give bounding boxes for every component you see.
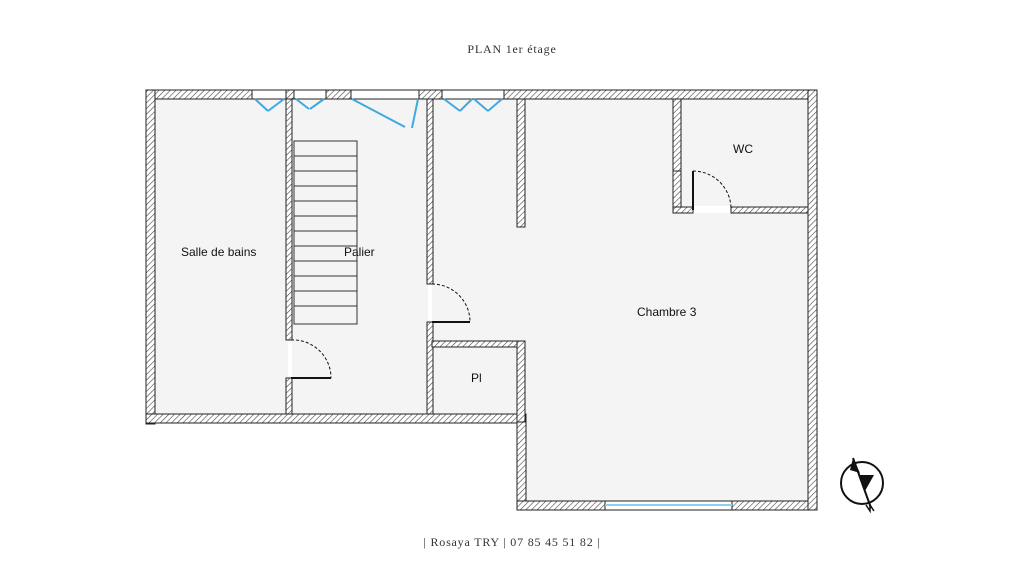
opening-corridor xyxy=(441,89,505,100)
compass-circle xyxy=(840,461,884,505)
label-wc: WC xyxy=(733,142,753,156)
chambre-window xyxy=(604,500,733,511)
wall-wc-left-upper xyxy=(672,98,682,172)
wall-wc-bottom-right xyxy=(730,206,809,214)
wall-bottom-right-b xyxy=(731,500,817,511)
wall-partition-palier-upper xyxy=(426,98,434,285)
compass-n-mark xyxy=(865,502,875,514)
compass-arrowhead xyxy=(850,458,860,473)
footer-contact: | Rosaya TRY | 07 85 45 51 82 | xyxy=(423,535,601,549)
door-sdb-swing xyxy=(290,339,332,379)
floor-chambre-3 xyxy=(517,99,808,501)
wall-partition-sdb-lower xyxy=(285,377,293,415)
wall-bottom-left xyxy=(145,413,526,424)
floor-palier xyxy=(292,99,428,414)
wall-partition-palier-lower xyxy=(426,321,434,415)
plan-title: PLAN 1er étage xyxy=(467,42,557,56)
opening-palier-right xyxy=(350,89,420,100)
label-chambre-3: Chambre 3 xyxy=(637,305,697,319)
top-wall-openings xyxy=(251,89,505,100)
window-leaf-sdb-b xyxy=(267,98,285,112)
wall-chambre-left-lower xyxy=(516,413,527,511)
window-leaf-palier-a xyxy=(295,98,310,110)
window-leaf-palier-c xyxy=(351,98,406,128)
wall-partition-sdb-upper xyxy=(285,98,293,341)
window-leaf-corridor-b xyxy=(459,98,473,112)
wall-pl-right xyxy=(516,340,526,423)
compass-icon xyxy=(840,457,884,514)
door-wc-swing xyxy=(692,170,732,211)
wall-pl-top xyxy=(431,340,526,348)
wall-left xyxy=(145,89,156,425)
window-leaf-corridor-c xyxy=(473,98,489,112)
interior-doors xyxy=(290,170,732,379)
label-pl: Pl xyxy=(471,371,482,385)
window-leaf-corridor-d xyxy=(487,98,503,112)
compass-half-fill xyxy=(859,475,874,491)
wall-wc-bottom xyxy=(672,206,694,214)
floor-wc xyxy=(681,99,808,206)
floor-corridor xyxy=(432,99,517,342)
label-palier: Palier xyxy=(344,245,375,259)
wall-partition-chambre-stub xyxy=(516,98,526,228)
label-salle-de-bains: Salle de bains xyxy=(181,245,256,259)
staircase-outline xyxy=(293,140,358,325)
opening-palier-left xyxy=(293,89,327,100)
window-leaf-palier-d xyxy=(411,98,419,129)
wall-bottom-right-a xyxy=(516,500,606,511)
window-leaves xyxy=(254,98,503,129)
wall-right xyxy=(807,89,818,511)
window-leaf-corridor-a xyxy=(443,98,461,112)
window-leaf-sdb xyxy=(254,98,269,112)
door-corridor-swing xyxy=(431,283,471,323)
room-floors xyxy=(155,99,808,501)
floor-pl xyxy=(432,347,517,414)
floor-salle-de-bains xyxy=(155,99,288,414)
staircase xyxy=(293,140,358,325)
room-labels: Salle de bains Palier Pl WC Chambre 3 xyxy=(181,142,753,385)
opening-sdb xyxy=(251,89,287,100)
window-leaf-palier-b xyxy=(309,98,325,110)
